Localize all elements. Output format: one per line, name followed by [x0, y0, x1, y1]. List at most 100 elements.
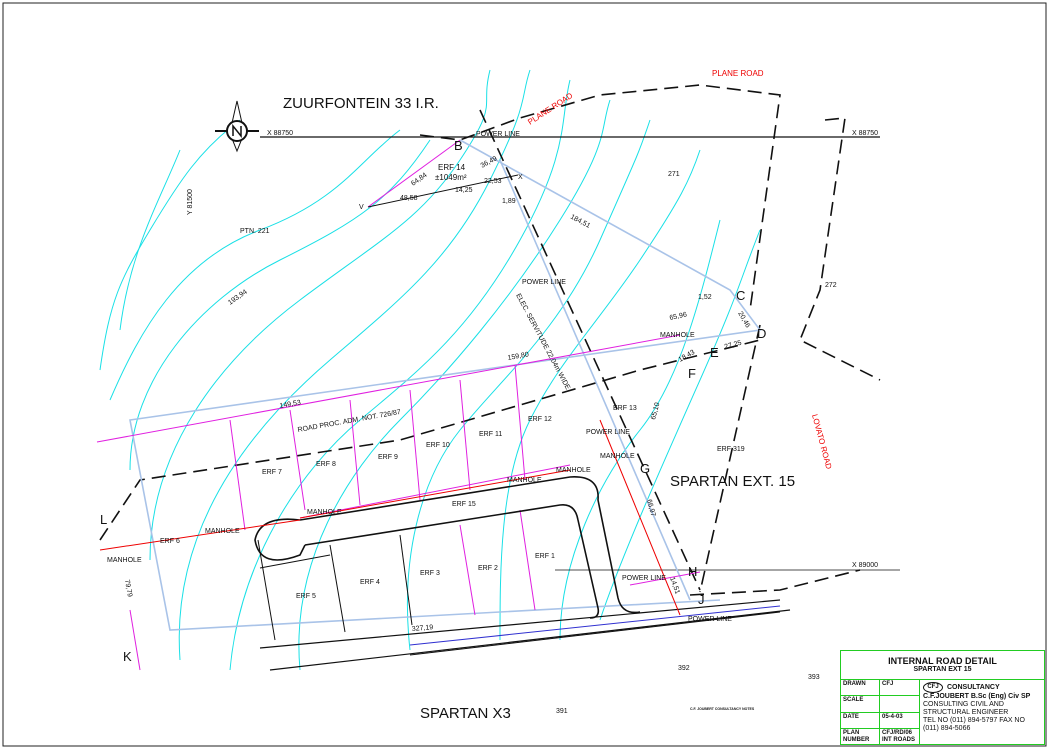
- dimension: 149,53: [279, 399, 301, 410]
- dimension: 327,19: [412, 624, 434, 633]
- company-desc: CONSULTING CIVIL AND STRUCTURAL ENGINEER: [923, 701, 1009, 716]
- point-label: L: [100, 512, 107, 527]
- erf-label: ERF 12: [528, 416, 552, 423]
- manhole-label: MANHOLE: [600, 453, 635, 460]
- area-label: SPARTAN EXT. 15: [670, 473, 795, 490]
- erf-label: ERF 1: [535, 553, 555, 560]
- point-label: K: [123, 649, 132, 664]
- title-block-row: SCALE: [841, 696, 919, 713]
- dimension: 27,25: [724, 340, 743, 351]
- point-label: X: [518, 174, 523, 181]
- erf-label: ERF 11: [479, 431, 502, 438]
- parcel-label: ERF 319: [717, 446, 745, 453]
- dimension: 18,43: [678, 349, 697, 364]
- coord-label: X 88750: [852, 130, 878, 137]
- parcel-label: 271: [668, 171, 680, 178]
- erf-label: ERF 15: [452, 501, 476, 508]
- road-reserve-lines: [99, 84, 881, 596]
- erf-label: ERF 5: [296, 593, 316, 600]
- title-block-value: CFJ: [882, 681, 894, 687]
- point-label: B: [454, 138, 463, 153]
- company-logo-icon: CFJ: [923, 682, 943, 693]
- manhole-label: MANHOLE: [507, 477, 542, 484]
- dimension: 65,10: [650, 402, 661, 421]
- manhole-label: MANHOLE: [205, 528, 240, 535]
- drawing-notes: C.F. JOUBERT CONSULTANCY NOTES: [690, 707, 755, 711]
- title-block-label: PLAN NUMBER: [841, 728, 880, 745]
- dimension: 66,97: [645, 499, 656, 518]
- parcel-label: 272: [825, 282, 837, 289]
- parcel-label: 393: [808, 674, 820, 681]
- company-logo: CFJ CONSULTANCY: [923, 682, 1041, 693]
- point-label: V: [359, 204, 364, 211]
- point-label: F: [688, 366, 696, 381]
- point-label: E: [710, 345, 719, 360]
- erf-label: ERF 6: [160, 538, 180, 545]
- point-label: H: [688, 564, 697, 579]
- road-label: PLANE ROAD: [526, 91, 574, 127]
- dimension: 14,51: [668, 576, 681, 595]
- parcel-label: PTN. 221: [240, 228, 270, 235]
- title-block-value: CFJ/RD/06 INT ROADS: [882, 729, 915, 743]
- sewer-lines: [99, 419, 681, 616]
- manhole-label: MANHOLE: [556, 467, 591, 474]
- road-label: PLANE ROAD: [712, 69, 764, 78]
- erf14-area: ±1049m²: [435, 173, 467, 182]
- contour-lines: [99, 69, 761, 671]
- erf-label: ERF 2: [478, 565, 498, 572]
- dimension: 184,51: [569, 214, 591, 230]
- point-label: D: [757, 326, 766, 341]
- erf-label: ERF 13: [613, 405, 637, 412]
- title-block-subtitle: SPARTAN EXT 15: [913, 666, 972, 673]
- erf-label: ERF 10: [426, 442, 450, 449]
- title-block-value: [880, 696, 919, 711]
- dimension: 79,79: [123, 579, 133, 598]
- title-block-label: DRAWN: [841, 680, 880, 696]
- company-name: C.F.JOUBERT B.Sc (Eng) Civ SP: [923, 693, 1031, 700]
- company-consultancy: CONSULTANCY: [947, 683, 1000, 691]
- coord-label: X 89000: [852, 562, 878, 569]
- power-line-label: POWER LINE: [622, 575, 666, 582]
- map-title: ZUURFONTEIN 33 I.R.: [283, 95, 439, 112]
- dimension: 14,25: [455, 187, 473, 194]
- title-block-header: INTERNAL ROAD DETAIL SPARTAN EXT 15: [841, 651, 1044, 680]
- road-proc-label: ROAD PROC. ADM. NOT. 726/87: [297, 409, 401, 434]
- area-label: SPARTAN X3: [420, 705, 511, 722]
- parcel-label: 391: [556, 708, 568, 715]
- dimension: 65,96: [669, 311, 688, 322]
- power-line-label: POWER LINE: [586, 429, 630, 436]
- power-line-label: POWER LINE: [688, 616, 732, 623]
- erf-lines: [257, 174, 791, 671]
- manhole-label: MANHOLE: [660, 332, 695, 339]
- erf-label: ERF 7: [262, 469, 282, 476]
- property-boundary: [129, 139, 762, 631]
- title-block-value: 05-4-03: [882, 713, 903, 720]
- internal-road: [254, 476, 641, 619]
- north-arrow-icon: [215, 100, 259, 153]
- dimension: 22,53: [484, 178, 502, 185]
- erf-label: ERF 9: [378, 454, 398, 461]
- erf-label: ERF 8: [316, 461, 336, 468]
- road-label: LOVATO ROAD: [810, 413, 833, 470]
- parcel-label: 392: [678, 665, 690, 672]
- point-label: J: [698, 592, 705, 607]
- point-label: C: [736, 288, 745, 303]
- title-block-title: INTERNAL ROAD DETAIL: [888, 656, 997, 666]
- manhole-label: MANHOLE: [107, 557, 142, 564]
- title-block-label: DATE: [841, 712, 880, 728]
- coord-label: Y 81500: [187, 189, 194, 215]
- dimension: 48,58: [400, 195, 418, 202]
- coord-label: X 88750: [267, 130, 293, 137]
- point-label: G: [640, 461, 650, 476]
- power-line-label: POWER LINE: [476, 131, 520, 138]
- company-info: CFJ CONSULTANCY C.F.JOUBERT B.Sc (Eng) Ci…: [920, 680, 1044, 745]
- erf14-label: ERF 14: [438, 163, 466, 172]
- dimension: 159,80: [507, 351, 529, 362]
